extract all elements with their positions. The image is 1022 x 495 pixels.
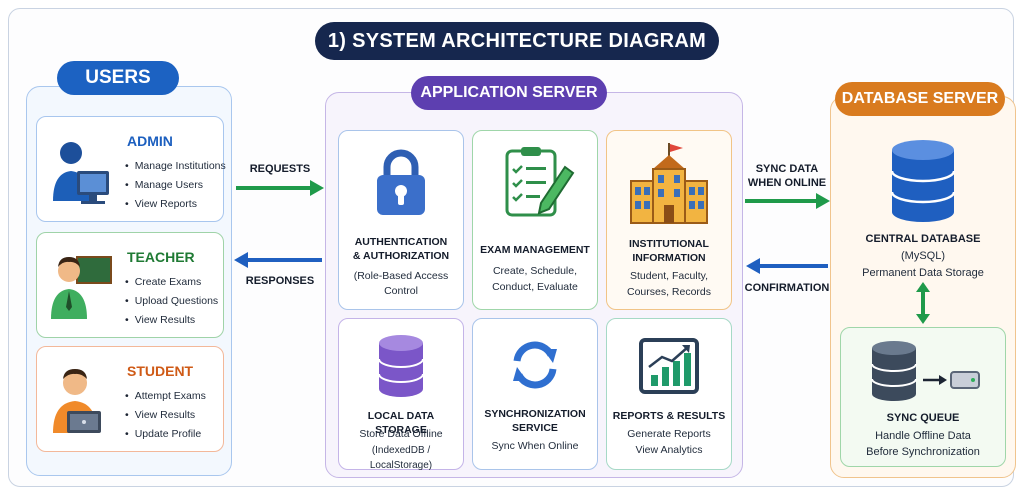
- admin-list: Manage Institutions Manage Users View Re…: [125, 157, 226, 214]
- list-item: Manage Institutions: [125, 157, 226, 176]
- diagram-title: 1) SYSTEM ARCHITECTURE DIAGRAM: [315, 22, 719, 60]
- institutional-card: INSTITUTIONAL INFORMATION Student, Facul…: [606, 130, 732, 310]
- inst-desc-2: Courses, Records: [626, 286, 712, 298]
- database-queue-double-arrow: [916, 282, 930, 324]
- exam-title: EXAM MANAGEMENT: [480, 244, 590, 256]
- inst-title-2: INFORMATION: [632, 252, 706, 264]
- auth-desc-2: Control: [384, 285, 418, 297]
- list-item: Update Profile: [125, 425, 206, 444]
- admin-icon: [53, 142, 109, 204]
- central-database-desc-1: (MySQL): [901, 250, 945, 262]
- requests-arrow: [236, 180, 324, 196]
- admin-role-label: ADMIN: [127, 133, 173, 149]
- list-item: Upload Questions: [125, 292, 218, 311]
- exam-desc-2: Conduct, Evaluate: [492, 281, 578, 293]
- local-storage-card: LOCAL DATA STORAGE Store Data Offline (I…: [338, 318, 464, 471]
- central-database-title: CENTRAL DATABASE: [865, 233, 981, 245]
- confirmation-label: CONFIRMATION: [744, 282, 830, 294]
- reports-desc-1: Generate Reports: [627, 428, 711, 440]
- central-database-desc-2: Permanent Data Storage: [862, 267, 984, 279]
- teacher-icon: [51, 256, 112, 319]
- reports-desc-2: View Analytics: [635, 444, 703, 456]
- lock-icon: [377, 149, 425, 215]
- auth-card: AUTHENTICATION & AUTHORIZATION (Role-Bas…: [338, 130, 464, 310]
- auth-desc-1: (Role-Based Access: [353, 270, 449, 282]
- list-item: View Reports: [125, 195, 226, 214]
- list-item: Create Exams: [125, 273, 218, 292]
- institution-building-icon: [630, 143, 708, 224]
- auth-title-1: AUTHENTICATION: [354, 236, 448, 248]
- inst-title-1: INSTITUTIONAL: [629, 238, 709, 250]
- teacher-list: Create Exams Upload Questions View Resul…: [125, 273, 218, 330]
- sync-icon: [513, 341, 557, 389]
- exam-desc-1: Create, Schedule,: [492, 265, 578, 277]
- sync-title-1: SYNCHRONIZATION: [484, 408, 586, 420]
- list-item: View Results: [125, 406, 206, 425]
- sync-desc: Sync When Online: [491, 440, 579, 452]
- admin-card: ADMIN Manage Institutions Manage Users V…: [36, 116, 226, 222]
- list-item: Attempt Exams: [125, 387, 206, 406]
- student-card: STUDENT Attempt Exams View Results Updat…: [36, 346, 224, 452]
- list-item: Manage Users: [125, 176, 226, 195]
- teacher-card: TEACHER Create Exams Upload Questions Vi…: [36, 232, 224, 338]
- sync-data-label-1: SYNC DATA: [755, 163, 819, 175]
- sync-queue-card: SYNC QUEUE Handle Offline Data Before Sy…: [840, 327, 1006, 467]
- chart-icon: [639, 338, 699, 394]
- exam-card: EXAM MANAGEMENT Create, Schedule, Conduc…: [472, 130, 598, 310]
- student-role-label: STUDENT: [127, 363, 194, 379]
- sync-service-card: SYNCHRONIZATION SERVICE Sync When Online: [472, 318, 598, 470]
- users-header: USERS: [57, 61, 179, 95]
- queue-database-icon: [871, 341, 980, 401]
- student-icon: [53, 369, 101, 433]
- sync-queue-desc-1: Handle Offline Data: [875, 430, 971, 442]
- local-storage-title: LOCAL DATA STORAGE: [367, 410, 435, 436]
- student-list: Attempt Exams View Results Update Profil…: [125, 387, 206, 444]
- inst-desc-1: Student, Faculty,: [629, 270, 708, 282]
- teacher-role-label: TEACHER: [127, 249, 195, 265]
- local-storage-desc-2: (IndexedDB / LocalStorage): [369, 445, 433, 471]
- requests-label: REQUESTS: [249, 163, 311, 175]
- sync-queue-title: SYNC QUEUE: [886, 412, 960, 424]
- reports-title: REPORTS & RESULTS: [612, 410, 726, 422]
- sync-queue-desc-2: Before Synchronization: [866, 446, 980, 458]
- responses-arrow: [234, 252, 322, 268]
- auth-title-2: & AUTHORIZATION: [352, 250, 450, 262]
- list-item: View Results: [125, 311, 218, 330]
- confirmation-arrow: [746, 258, 828, 274]
- sync-data-arrow: [745, 193, 830, 209]
- reports-card: REPORTS & RESULTS Generate Reports View …: [606, 318, 732, 470]
- central-database-card: CENTRAL DATABASE (MySQL) Permanent Data …: [838, 132, 1008, 302]
- sync-title-2: SERVICE: [512, 422, 558, 434]
- application-server-header: APPLICATION SERVER: [411, 76, 607, 110]
- local-storage-desc-1: Store Data Offline: [359, 428, 443, 440]
- clipboard-icon: [505, 147, 575, 217]
- central-database-icon: [890, 140, 956, 222]
- responses-label: RESPONSES: [245, 275, 315, 287]
- sync-data-label-2: WHEN ONLINE: [747, 177, 827, 189]
- database-icon: [378, 335, 424, 397]
- database-server-header: DATABASE SERVER: [835, 82, 1005, 116]
